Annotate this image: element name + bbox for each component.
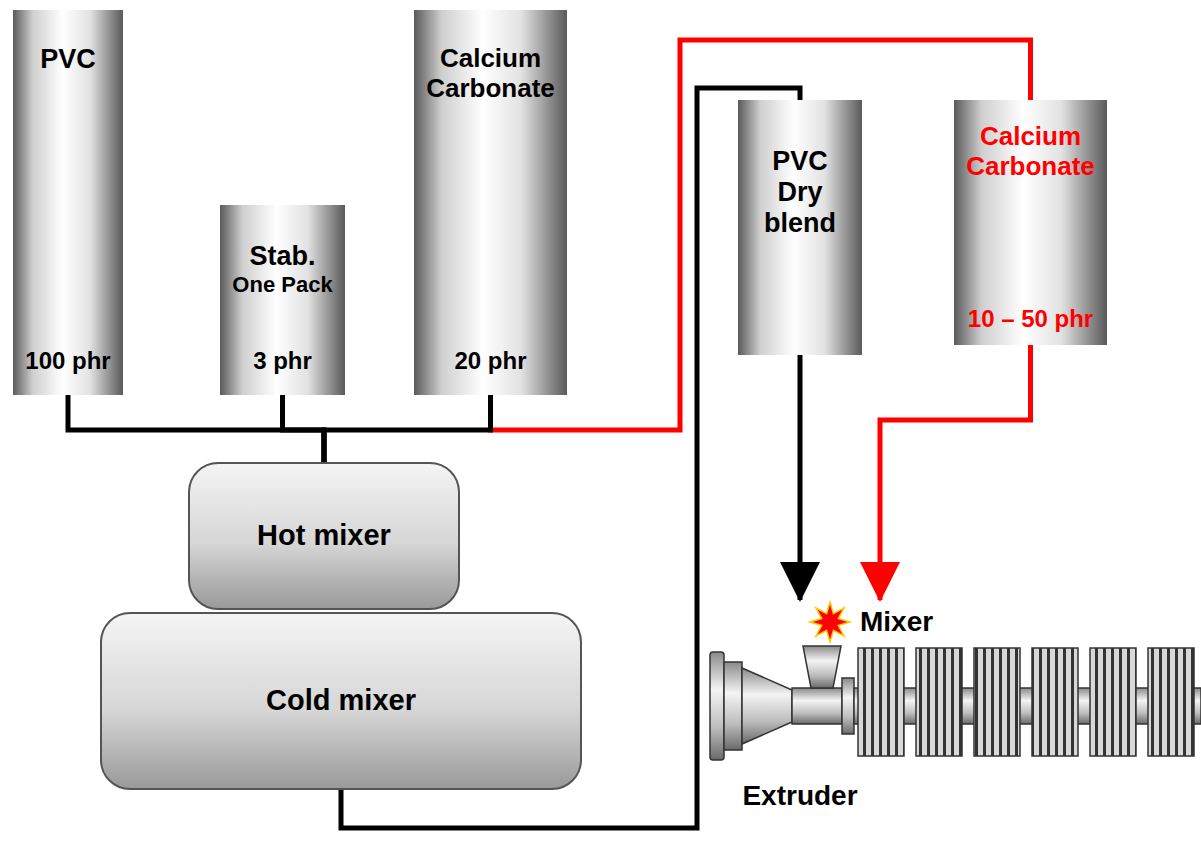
motor-plate [724,662,742,750]
gearbox-cone [742,668,792,744]
feed-arrow [798,355,803,600]
heater-band [858,648,904,756]
heater-band [974,648,1020,756]
node-label: Cold mixer [266,684,416,717]
mixer-vessel: Hot mixer [188,462,460,610]
node-label: Hot mixer [257,519,391,552]
silo: PVC 100 phr [13,10,123,395]
quantity-label: 100 phr [25,347,110,375]
quantity-label: 3 phr [253,347,312,375]
heater-band [1090,648,1136,756]
feed-arrow [880,345,1031,600]
heater-band [1148,648,1194,756]
quantity-label: 10 – 50 phr [968,305,1093,333]
motor-plate [710,652,724,760]
node-label: PVC [40,44,96,75]
flange [842,678,854,734]
silo: Calcium Carbonate 20 phr [414,10,567,395]
mixer-vessel: Cold mixer [100,612,582,790]
mixer-star [810,602,850,642]
node-label: One Pack [232,272,332,297]
node-label: Mixer [860,606,933,638]
feed-throat [792,688,842,724]
silo: PVC Dry blend [738,100,862,355]
feed-line [491,40,1031,430]
feed-line [324,395,491,462]
feed-line [283,395,325,462]
node-label: Stab. [249,241,315,272]
mixer-star [808,600,852,644]
heater-band [916,648,962,756]
silo: Calcium Carbonate 10 – 50 phr [954,100,1107,345]
part-label: Extruder [720,780,880,812]
silo: Stab.One Pack 3 phr [220,205,345,395]
hopper [803,646,841,688]
quantity-label: 20 phr [454,347,526,375]
node-label: PVC Dry blend [746,146,854,239]
node-label: Calcium Carbonate [422,44,559,104]
feed-line [68,395,324,462]
heater-band [1032,648,1078,756]
inline-mixer: Mixer [800,600,950,644]
node-label: Calcium Carbonate [962,122,1099,182]
